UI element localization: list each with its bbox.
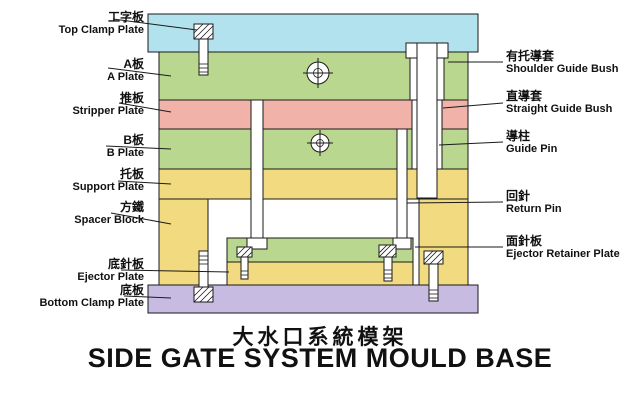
label-en: Spacer Block <box>74 214 144 227</box>
title-chinese: 大水口系統模架 <box>232 326 408 349</box>
label-en: A Plate <box>107 71 144 84</box>
label-en: Stripper Plate <box>72 105 144 118</box>
label-zh: 底針板 <box>107 257 144 271</box>
label-zh: 有托導套 <box>506 49 555 63</box>
cap-screw-bottom-left <box>193 250 214 303</box>
label-return-pin: 回針 Return Pin <box>506 189 638 216</box>
label-zh: 托板 <box>119 167 144 181</box>
label-en: Top Clamp Plate <box>58 24 144 37</box>
label-zh: A板 <box>123 57 144 71</box>
return-pin-head <box>392 237 412 250</box>
stripper-bolt <box>246 99 268 250</box>
label-en: Shoulder Guide Bush <box>506 63 619 76</box>
label-zh: 導柱 <box>506 129 531 143</box>
screw-head-symbol-upper <box>303 58 333 88</box>
label-straight-guide-bush: 直導套 Straight Guide Bush <box>506 89 638 116</box>
label-en: Ejector Retainer Plate <box>506 248 620 261</box>
label-ejector-retainer-plate: 面針板 Ejector Retainer Plate <box>506 234 638 261</box>
label-bottom-clamp-plate: 底板 Bottom Clamp Plate <box>2 283 144 310</box>
label-en: Ejector Plate <box>77 271 144 284</box>
label-en: Support Plate <box>72 181 144 194</box>
return-pin-shank <box>396 128 408 250</box>
label-zh: 底板 <box>119 283 144 297</box>
stripper-bolt-shank <box>250 99 264 246</box>
guide-pin <box>416 42 438 199</box>
label-top-clamp-plate: 工字板 Top Clamp Plate <box>2 10 144 37</box>
label-stripper-plate: 推板 Stripper Plate <box>2 91 144 118</box>
label-support-plate: 托板 Support Plate <box>2 167 144 194</box>
label-en: Straight Guide Bush <box>506 103 613 116</box>
label-en: Guide Pin <box>506 143 558 156</box>
label-zh: 直導套 <box>506 89 543 103</box>
return-pin <box>392 128 412 250</box>
label-a-plate: A板 A Plate <box>2 57 144 84</box>
screw-head-symbol-lower <box>307 130 333 156</box>
leader-lines <box>105 18 504 299</box>
label-zh: 方鐵 <box>119 200 144 214</box>
label-zh: 面針板 <box>506 234 543 248</box>
title-english: SIDE GATE SYSTEM MOULD BASE <box>87 343 553 373</box>
label-spacer-block: 方鐵 Spacer Block <box>2 200 144 227</box>
label-en: Bottom Clamp Plate <box>39 297 144 310</box>
cap-screw-bottom-right <box>423 250 444 302</box>
label-zh: 工字板 <box>107 10 144 24</box>
guide-pin-assembly <box>405 42 449 199</box>
label-guide-pin: 導柱 Guide Pin <box>506 129 638 156</box>
label-en: B Plate <box>106 147 144 160</box>
label-zh: 回針 <box>506 189 531 203</box>
screw-ejector-right <box>378 244 397 282</box>
spacer-block-right <box>418 198 469 286</box>
label-ejector-plate: 底針板 Ejector Plate <box>2 257 144 284</box>
label-zh: B板 <box>123 133 144 147</box>
stripper-bolt-head <box>246 237 268 250</box>
label-en: Return Pin <box>506 203 562 216</box>
label-b-plate: B板 B Plate <box>2 133 144 160</box>
label-shoulder-guide-bush: 有托導套 Shoulder Guide Bush <box>506 49 638 76</box>
label-zh: 推板 <box>119 91 144 105</box>
cap-screw-top-left <box>193 23 214 76</box>
screw-ejector-left <box>236 246 253 280</box>
